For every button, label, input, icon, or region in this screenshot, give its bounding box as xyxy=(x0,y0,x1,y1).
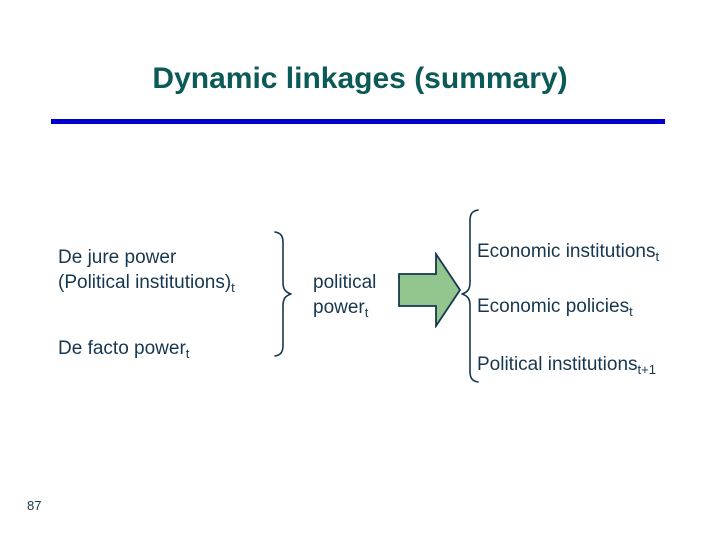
middle-line-2-subscript: t xyxy=(364,305,369,320)
left-line-2-text: (Political institutions) xyxy=(58,272,232,293)
middle-group-line-power: powert xyxy=(313,295,368,320)
page-number: 87 xyxy=(27,498,42,513)
right-line-3-subscript: t+1 xyxy=(637,362,656,377)
title-divider-rule xyxy=(51,119,665,124)
right-line-1-text: Economic institutions xyxy=(477,241,656,262)
right-block-arrow-svg xyxy=(398,251,462,329)
middle-line-2-text: power xyxy=(313,297,365,318)
left-curly-brace-icon xyxy=(455,208,481,384)
middle-group-line-political: political xyxy=(313,272,377,293)
page-title: Dynamic linkages (summary) xyxy=(152,62,568,95)
left-group-line-political-institutions: (Political institutions)t xyxy=(58,270,235,295)
right-line-2-subscript: t xyxy=(629,304,633,319)
right-line-2-text: Economic policies xyxy=(477,296,630,317)
left-group-line-de-facto-power: De facto powert xyxy=(58,336,189,361)
right-group-line-economic-institutions: Economic institutionst xyxy=(477,239,659,264)
right-curly-brace-icon xyxy=(272,230,298,358)
right-line-1-subscript: t xyxy=(655,249,660,264)
right-group-line-economic-policies: Economic policiest xyxy=(477,294,633,319)
left-group-line-de-jure-power: De jure power xyxy=(58,247,177,268)
left-line-2-subscript: t xyxy=(231,280,235,295)
right-block-arrow-icon xyxy=(398,251,462,329)
right-line-3-text: Political institutions xyxy=(477,354,638,375)
left-line-3-text: De facto power xyxy=(58,338,186,359)
right-curly-brace-svg xyxy=(274,231,292,357)
right-group-line-political-institutions: Political institutionst+1 xyxy=(477,352,656,377)
left-curly-brace-svg xyxy=(461,209,479,383)
left-line-3-subscript: t xyxy=(185,346,190,361)
